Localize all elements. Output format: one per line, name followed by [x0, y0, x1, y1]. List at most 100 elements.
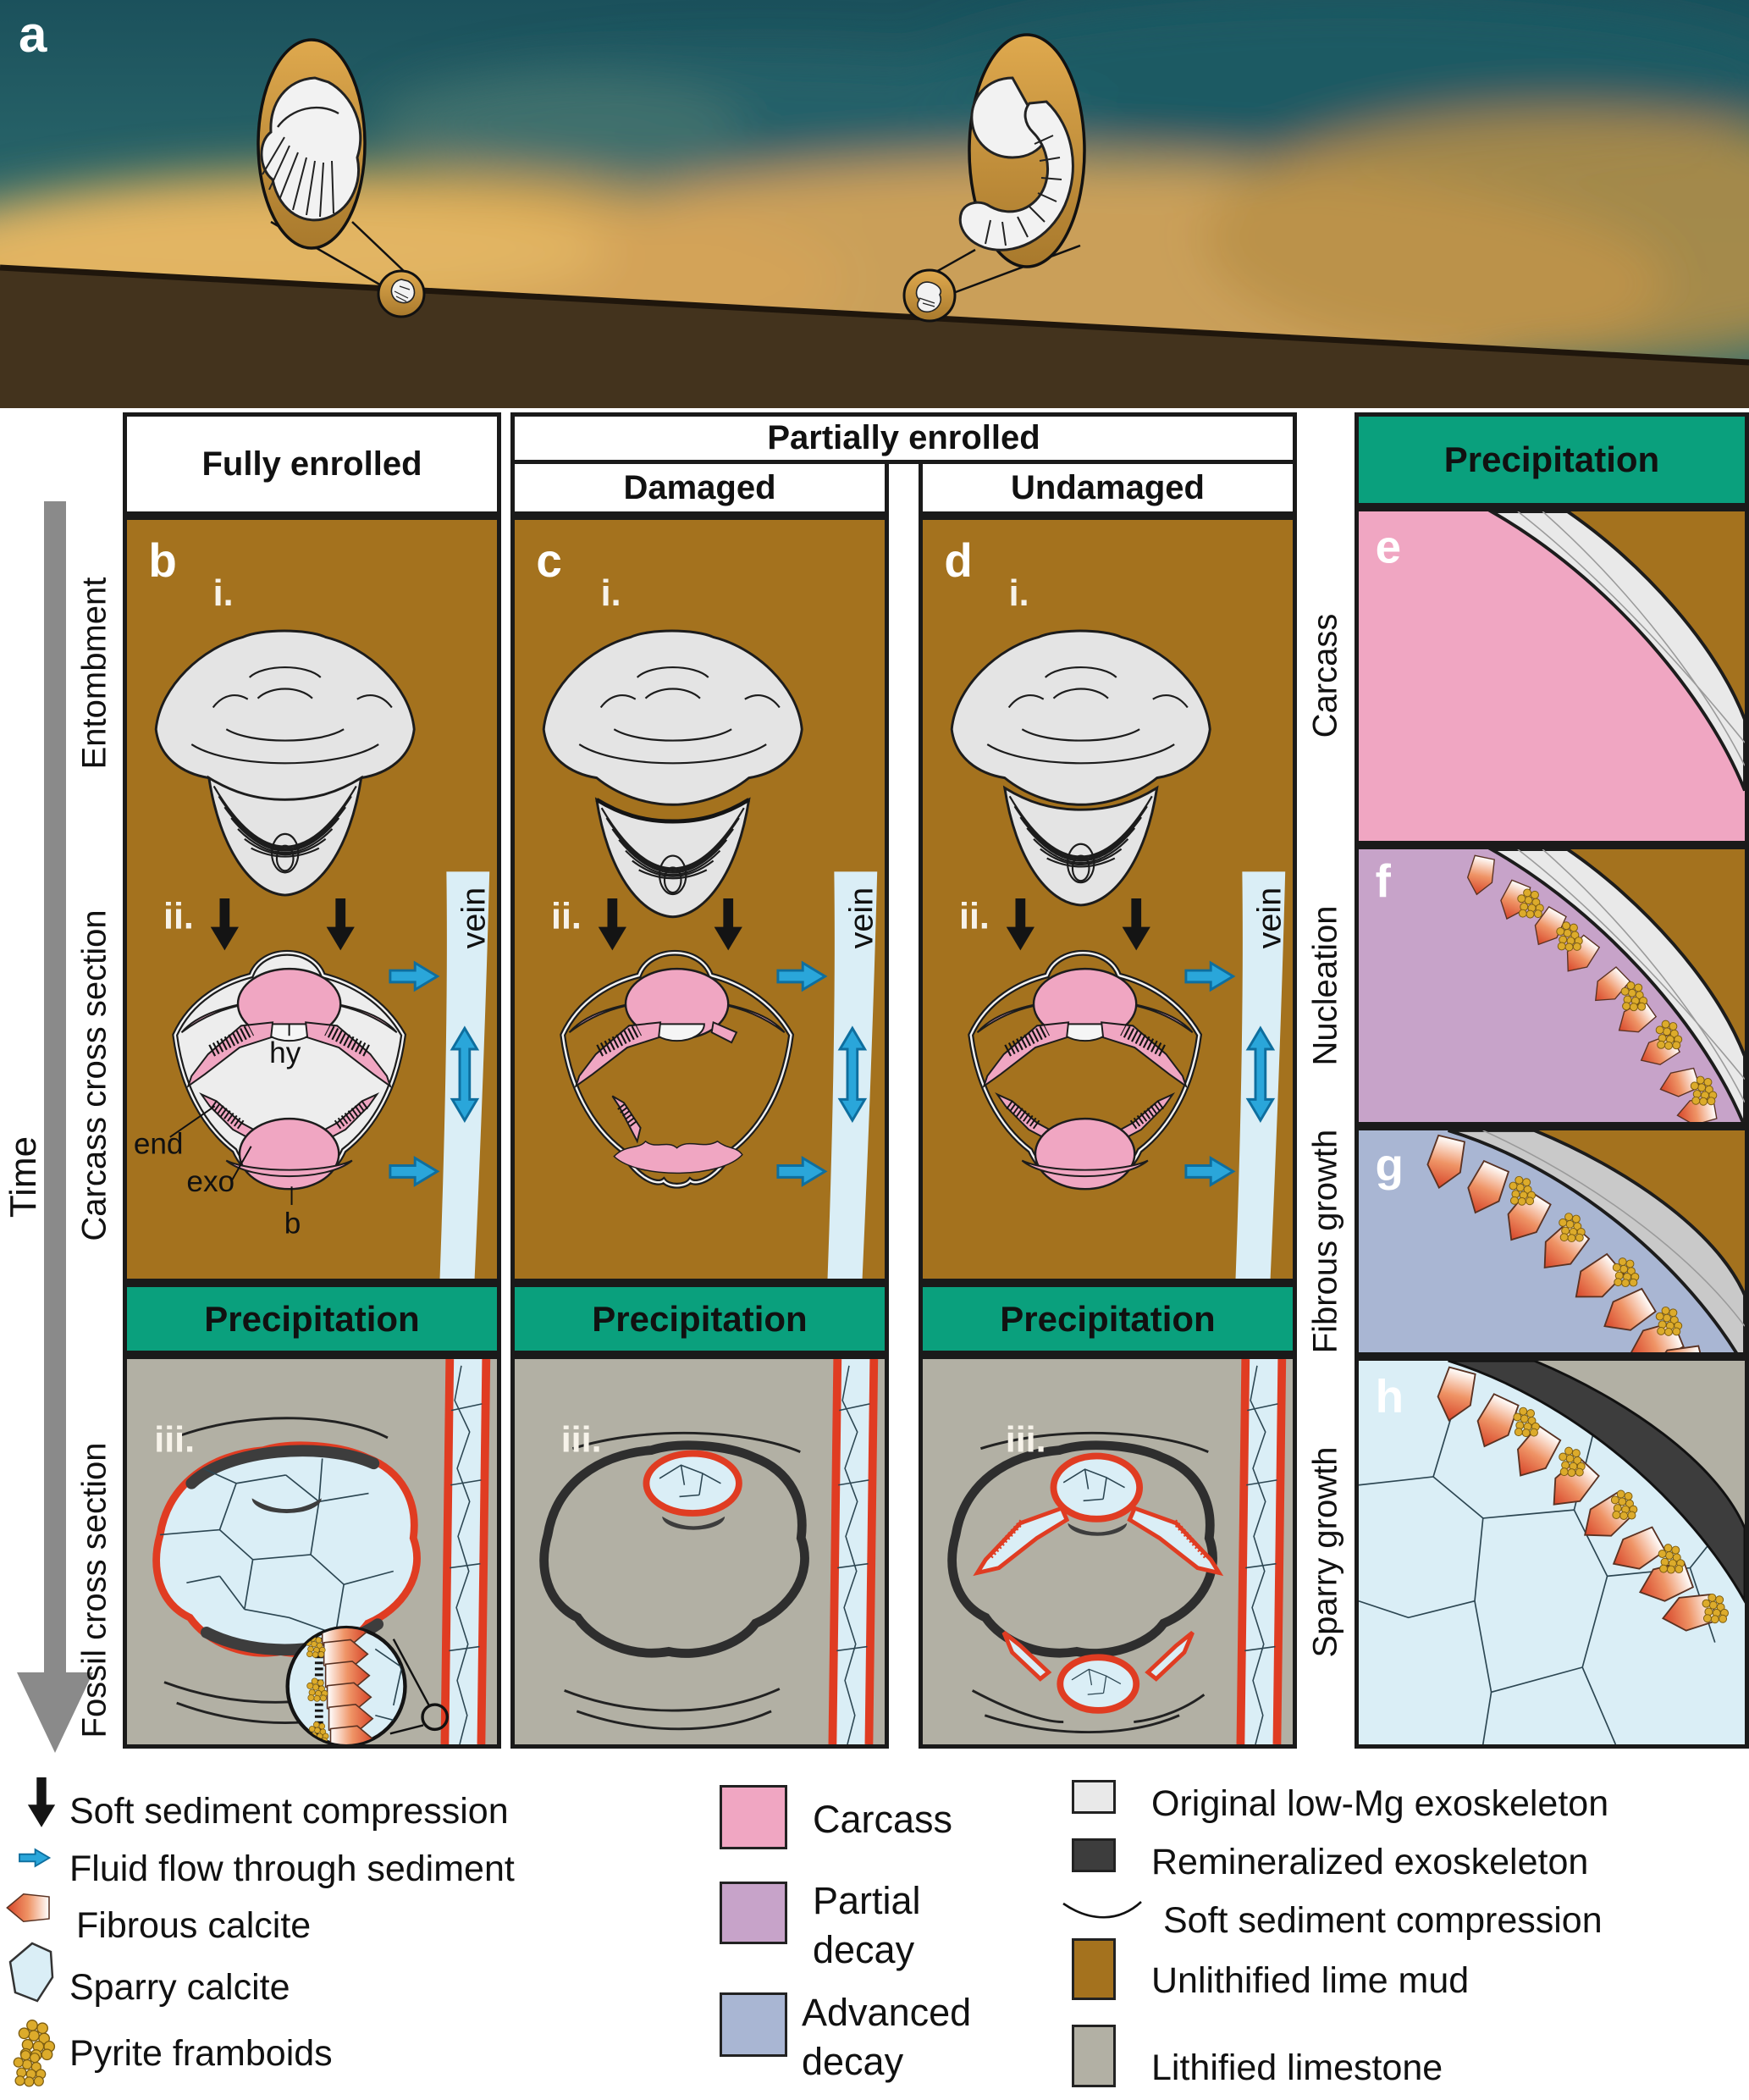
seafloor-substrate [0, 269, 1749, 408]
stage-i-label: i. [213, 573, 234, 614]
header-partially-enrolled-label: Partially enrolled [767, 419, 1040, 456]
panel-e-label: e [1376, 521, 1401, 573]
header-fully-enrolled: Fully enrolled [123, 412, 501, 516]
panel-d-illustration: d i. ii. vein [944, 534, 1288, 1279]
carcass-swatch [720, 1785, 787, 1849]
enrolled-trilobite-small-circle [377, 269, 426, 318]
legend-soft-sediment-compression-label: Soft sediment compression [69, 1791, 509, 1832]
header-undamaged: Undamaged [919, 460, 1297, 516]
exopod-label: exo [186, 1165, 234, 1198]
panel-f-nucleation: f [1355, 845, 1749, 1126]
anatomy-leader-lines [169, 1024, 293, 1205]
panel-f-label: f [1376, 855, 1392, 907]
precipitation-bar-c: Precipitation [510, 1283, 889, 1355]
sparry-void [643, 1450, 742, 1517]
right-row-label-sparry-growth: Sparry growth [1306, 1446, 1344, 1658]
vein-label: vein [1251, 887, 1288, 949]
fluid-flow-arrow-icon [389, 1157, 439, 1186]
panel-d-entombment: d i. ii. vein [919, 516, 1297, 1283]
compression-arrow-icon [326, 898, 355, 951]
legend-fluid-flow-label: Fluid flow through sediment [69, 1849, 515, 1889]
panel-c-illustration: c i. ii. vein [536, 534, 880, 1279]
legend-remineralized-exoskeleton-label: Remineralized exoskeleton [1151, 1842, 1589, 1882]
legend-carcass-label: Carcass [813, 1798, 953, 1841]
header-damaged-label: Damaged [623, 468, 776, 506]
calcite-vein [444, 1359, 486, 1744]
stage-ii-label: ii. [163, 896, 194, 937]
panel-f-illustration: f [1376, 849, 1745, 1122]
legend-soft-sediment-compression-line-label: Soft sediment compression [1163, 1900, 1603, 1941]
panel-e-illustration: e [1376, 511, 1745, 793]
stage-iii-label: iii. [154, 1420, 195, 1461]
advanced-decay-swatch [720, 1992, 787, 2057]
vein-label: vein [455, 887, 493, 949]
header-damaged: Damaged [510, 460, 889, 516]
panel-g-fibrous-growth: g [1355, 1126, 1749, 1357]
sparry-void [1050, 1452, 1144, 1522]
seafloor-scene-illustration [0, 0, 1749, 408]
enrolled-trilobite-inset [257, 38, 367, 250]
header-fully-enrolled-label: Fully enrolled [201, 445, 422, 483]
pyrite-framboids-icon [13, 2019, 56, 2087]
magnifier-source-circle [421, 1703, 450, 1732]
partial-decay-swatch [720, 1882, 787, 1944]
panel-b-fossil-illustration: iii. [127, 1359, 497, 1744]
right-precipitation-header: Precipitation [1355, 412, 1749, 507]
unlithified-lime-mud-swatch [1072, 1938, 1116, 2000]
fluid-flow-arrow-icon [389, 961, 439, 992]
row-label-fossil-cross-section: Fossil cross section [75, 1442, 113, 1738]
legend-pyrite-framboids-label: Pyrite framboids [69, 2033, 333, 2074]
legend-original-exoskeleton-label: Original low-Mg exoskeleton [1151, 1783, 1609, 1824]
compression-curve-icon [1062, 1901, 1142, 1919]
precipitation-label: Precipitation [1443, 439, 1660, 479]
legend-sparry-calcite-label: Sparry calcite [69, 1967, 290, 2008]
panel-d-fossil: iii. [919, 1355, 1297, 1749]
stage-ii-label: ii. [551, 896, 582, 937]
legend-partial-decay-label: Partial decay [813, 1879, 921, 1971]
right-row-label-fibrous-growth: Fibrous growth [1306, 1129, 1344, 1354]
panel-b-label: b [148, 534, 176, 587]
header-partially-enrolled: Partially enrolled [510, 412, 1297, 464]
stage-i-label: i. [1009, 573, 1029, 614]
stage-iii-label: iii. [561, 1420, 602, 1461]
legend-lithified-limestone-label: Lithified limestone [1151, 2048, 1443, 2088]
legend-fibrous-calcite-label: Fibrous calcite [76, 1905, 312, 1946]
row-label-carcass-cross-section: Carcass cross section [75, 909, 113, 1241]
sparry-calcite-icon [8, 1942, 54, 2003]
stage-ii-label: ii. [959, 896, 990, 937]
precipitation-bar-b: Precipitation [123, 1283, 501, 1355]
panel-a-label: a [19, 6, 47, 63]
precipitation-label: Precipitation [1000, 1298, 1216, 1339]
panel-c-fossil: iii. [510, 1355, 889, 1749]
sparry-void [1057, 1654, 1140, 1714]
hypostome-label: hy [269, 1036, 301, 1069]
remineralized-exoskeleton-swatch [1072, 1838, 1116, 1872]
panel-c-entombment: c i. ii. vein [510, 516, 889, 1283]
stage-iii-label: iii. [1006, 1420, 1046, 1461]
time-arrow-head [17, 1672, 93, 1753]
panel-b-entombment: b i. ii. hy end exo b vein [123, 516, 501, 1283]
right-row-label-carcass: Carcass [1306, 613, 1344, 738]
panel-d-label: d [944, 534, 972, 587]
panel-b-illustration: b i. ii. hy end exo b vein [134, 534, 493, 1279]
precipitation-label: Precipitation [592, 1298, 808, 1339]
panel-g-illustration: g [1376, 1130, 1745, 1352]
compression-arrow-icon [210, 898, 239, 951]
seafloor-line [0, 264, 1749, 366]
legend-advanced-decay-label: Advanced decay [802, 1991, 972, 2083]
panel-g-label: g [1376, 1140, 1404, 1191]
panel-d-fossil-illustration: iii. [923, 1359, 1293, 1744]
lithified-limestone-swatch [1072, 2025, 1116, 2087]
body-label: b [284, 1207, 301, 1240]
flow-arrow-icon [19, 1849, 51, 1867]
precipitation-bar-d: Precipitation [919, 1283, 1297, 1355]
down-arrow-icon [27, 1777, 56, 1827]
endopod-label: end [134, 1127, 184, 1160]
time-arrow-shaft [44, 501, 66, 1674]
panel-h-illustration: h [1359, 1361, 1745, 1744]
stage-i-label: i. [601, 573, 621, 614]
panel-b-fossil: iii. [123, 1355, 501, 1749]
time-axis-label: Time [3, 1136, 44, 1219]
partially-enrolled-trilobite-inset [958, 33, 1086, 268]
